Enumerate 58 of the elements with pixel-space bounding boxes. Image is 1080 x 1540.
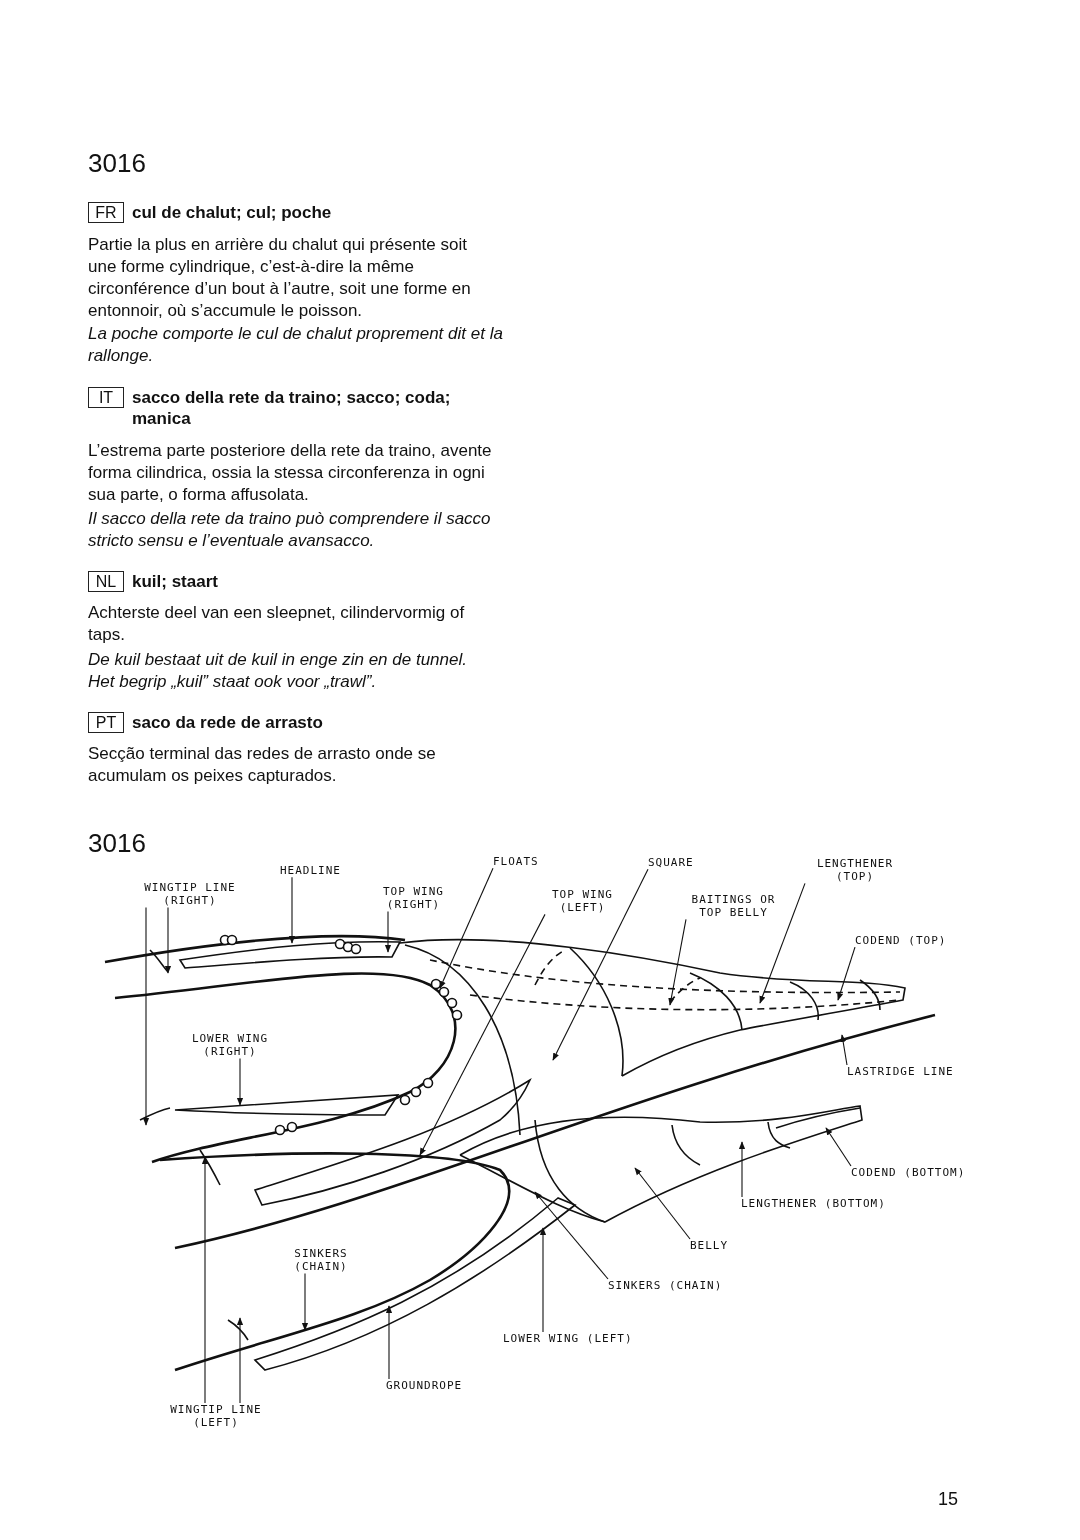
- leader-line: [668, 918, 687, 1006]
- entry-number: 3016: [88, 150, 147, 176]
- part-label: LOWER WING (RIGHT): [180, 1032, 280, 1059]
- leader-line: [201, 1156, 209, 1404]
- term-heading: saco da rede de arrasto: [132, 712, 324, 734]
- definition-text: Partie la plus en arrière du chalut qui présente soit une forme cylindrique, c’est-à-dire la même circonférence d’un bout à l’autre, soit une forme en entonnoir, où s’accumule le poisson.: [88, 234, 472, 323]
- part-label: LENGTHENER (BOTTOM): [741, 1197, 921, 1211]
- leader-line: [534, 1191, 609, 1280]
- leader-line: [142, 906, 150, 1126]
- part-label: SINKERS (CHAIN): [608, 1279, 738, 1293]
- leader-line: [301, 1272, 309, 1331]
- leader-line: [384, 910, 392, 953]
- part-label: LENGTHENER (TOP): [805, 857, 905, 884]
- part-label: WINGTIP LINE (RIGHT): [140, 881, 240, 908]
- page-number: 15: [938, 1488, 960, 1511]
- leader-line: [419, 913, 546, 1156]
- leader-line: [759, 882, 806, 1004]
- leader-line: [439, 867, 494, 989]
- part-label: BELLY: [690, 1239, 745, 1253]
- term-heading: cul de chalut; cul; poche: [132, 202, 333, 224]
- leader-line: [552, 868, 649, 1061]
- leader-line: [288, 876, 296, 944]
- term-heading: sacco della rete da traino; sacco; coda; manica: [132, 387, 452, 430]
- leader-line: [738, 1141, 746, 1198]
- part-label: LOWER WING (LEFT): [503, 1332, 663, 1346]
- note-text: Il sacco della rete da traino può comprendere il sacco stricto sensu e l’eventuale avansacco.: [88, 508, 492, 553]
- leader-line: [837, 946, 856, 1001]
- language-code: PT: [88, 712, 124, 733]
- part-label: CODEND (TOP): [855, 934, 965, 948]
- definition-text: L’estrema parte posteriore della rete da traino, avente forma cilindrica, ossia la stessa circonferenza in ogni sua parte, o forma affusolata.: [88, 440, 493, 507]
- part-label: TOP WING (LEFT): [545, 888, 620, 915]
- leader-line: [825, 1127, 852, 1167]
- figure-number: 3016: [88, 830, 147, 856]
- leader-line: [840, 1034, 848, 1066]
- definition-text: Secção terminal das redes de arrasto onde se acumulam os peixes capturados.: [88, 743, 437, 788]
- part-label: SINKERS (CHAIN): [287, 1247, 355, 1274]
- part-label: BAITINGS OR TOP BELLY: [686, 893, 781, 920]
- leader-line: [236, 1317, 244, 1404]
- part-label: LASTRIDGE LINE: [847, 1065, 977, 1079]
- part-label: WINGTIP LINE (LEFT): [166, 1403, 266, 1430]
- leader-line: [385, 1305, 393, 1380]
- part-label: FLOATS: [493, 855, 553, 869]
- note-text: La poche comporte le cul de chalut proprement dit et la rallonge.: [88, 323, 504, 368]
- leader-line: [634, 1167, 691, 1240]
- part-label: TOP WING (RIGHT): [376, 885, 451, 912]
- part-label: HEADLINE: [280, 864, 360, 878]
- part-label: CODEND (BOTTOM): [851, 1166, 991, 1180]
- term-heading: kuil; staart: [132, 571, 219, 593]
- part-label: SQUARE: [648, 856, 708, 870]
- leader-line: [539, 1227, 547, 1333]
- leader-line: [164, 906, 172, 974]
- language-code: FR: [88, 202, 124, 223]
- language-code: IT: [88, 387, 124, 408]
- leader-line: [236, 1057, 244, 1106]
- definition-text: Achterste deel van een sleepnet, cilindervormig of taps.: [88, 602, 466, 647]
- part-label: GROUNDROPE: [386, 1379, 481, 1393]
- note-text: De kuil bestaat uit de kuil in enge zin en de tunnel. Het begrip „kuil” staat ook voor „trawl”.: [88, 649, 468, 694]
- language-code: NL: [88, 571, 124, 592]
